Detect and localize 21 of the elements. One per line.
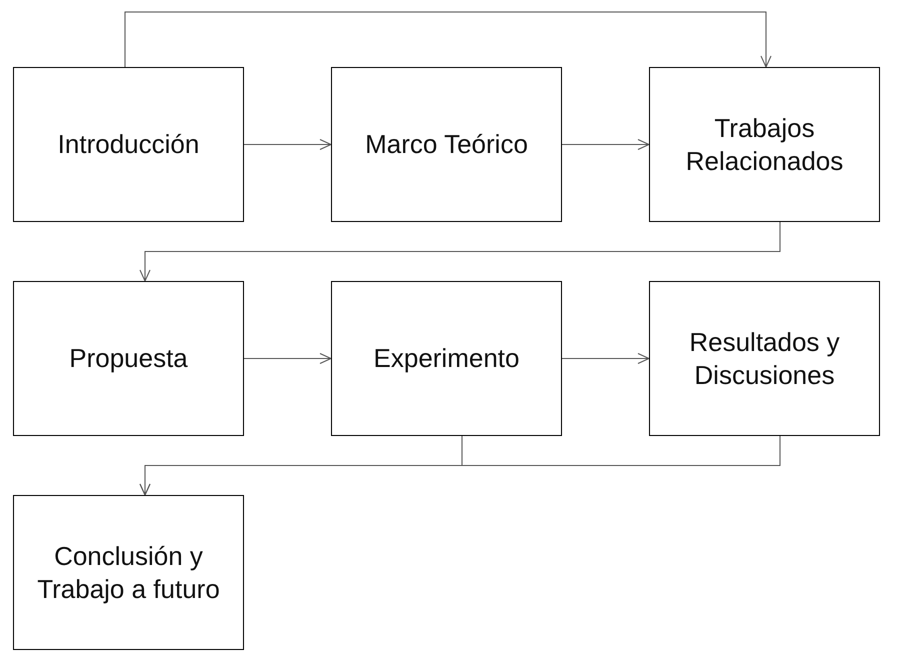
arrow: [140, 222, 780, 282]
box-label: Resultados y Discusiones: [688, 326, 841, 391]
arrow: [124, 12, 772, 68]
box-label: Trabajos Relacionados: [684, 112, 844, 177]
box-label: Experimento: [372, 342, 520, 375]
process-box: [13, 281, 244, 436]
process-box: [331, 281, 562, 436]
box-label: Conclusión y Trabajo a futuro: [36, 540, 221, 605]
box-label: Introducción: [56, 128, 200, 161]
box-label: Marco Teórico: [364, 128, 529, 161]
arrow: [562, 353, 650, 364]
process-box: [13, 67, 244, 222]
arrow: [562, 139, 650, 150]
arrow: [244, 139, 332, 150]
process-box: [649, 281, 880, 436]
process-box: [331, 67, 562, 222]
process-box: [649, 67, 880, 222]
arrow: [244, 353, 332, 364]
box-label: Propuesta: [68, 342, 189, 375]
process-box: [13, 495, 244, 650]
arrow: [140, 436, 780, 496]
